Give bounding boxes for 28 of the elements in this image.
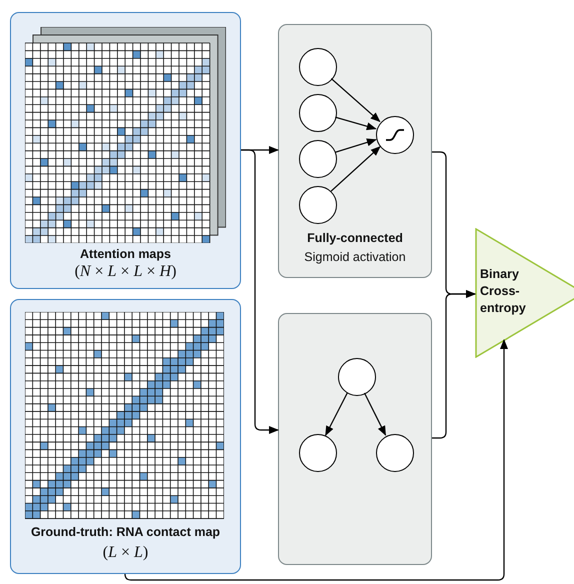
arrow — [335, 116, 377, 130]
arrow — [330, 146, 381, 192]
neuron-circle — [299, 48, 337, 86]
panel-title: Attention maps — [79, 247, 172, 261]
arrow — [432, 290, 476, 439]
neuron-circle — [299, 186, 337, 224]
panel-subtitle: Sigmoid activation — [303, 250, 407, 264]
panel-title: Fully-connected — [306, 231, 404, 245]
arrow — [241, 149, 279, 434]
node-label: Binary Cross-entropy — [480, 266, 527, 317]
model-panel — [278, 313, 432, 565]
arrow — [325, 392, 348, 436]
arrow — [364, 392, 386, 436]
arrow — [334, 138, 377, 153]
attention-panel — [10, 12, 241, 289]
tree-node-circle — [299, 434, 337, 472]
activation-circle — [376, 116, 414, 154]
arrow — [330, 78, 380, 122]
contact-map-panel — [10, 299, 241, 574]
arrow — [124, 339, 508, 581]
neuron-circle — [299, 94, 337, 132]
dimension-formula: (N × L × L × H) — [74, 263, 178, 281]
tree-node-circle — [338, 358, 376, 396]
dimension-formula: (L × L) — [102, 544, 150, 562]
panel-title: Ground-truth: RNA contact map — [30, 525, 222, 539]
tree-node-circle — [376, 434, 414, 472]
neuron-circle — [299, 140, 337, 178]
model-panel — [278, 24, 432, 278]
